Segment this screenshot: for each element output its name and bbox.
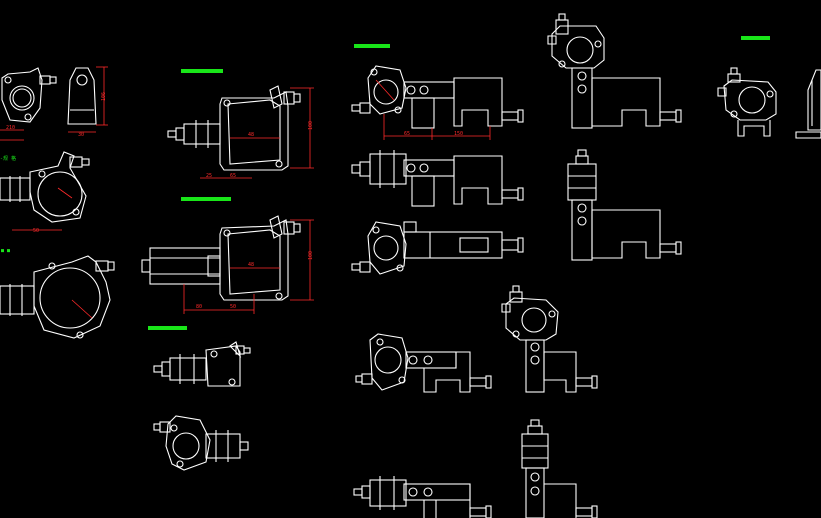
dimension-label: 48 <box>248 262 254 268</box>
dimension-label: 100 <box>308 121 314 130</box>
note-label: ■ ■ <box>1 248 10 254</box>
note-label: -规 格 <box>0 155 16 162</box>
double-clamp-side-view[interactable] <box>795 69 821 139</box>
dimension-label: 48 <box>248 132 254 138</box>
vertical-clamp-2[interactable] <box>567 149 682 261</box>
dimension-label: 65 <box>230 173 236 179</box>
long-clamp-with-hook-2[interactable] <box>351 150 524 207</box>
coupler-clamp-large[interactable] <box>0 255 115 339</box>
long-clamp-with-hook-3[interactable] <box>351 221 524 275</box>
dimension-label: 65 <box>404 131 410 137</box>
title-bar <box>148 326 187 330</box>
dimension-label: 100 <box>308 251 314 260</box>
title-bar <box>181 69 223 73</box>
dimension-label: 50 <box>230 304 236 310</box>
vertical-clamp-4[interactable] <box>521 419 598 518</box>
vertical-clamp-1[interactable] <box>547 13 682 129</box>
dimension-label: 50 <box>33 228 39 234</box>
dimension-label: 30 <box>78 132 84 138</box>
dimension-label: 25 <box>206 173 212 179</box>
dimension-label: 210 <box>6 125 15 131</box>
long-clamp-with-hook-5[interactable] <box>353 476 492 518</box>
dimension-label: 106 <box>101 92 107 101</box>
title-bar <box>181 197 231 201</box>
double-clamp-front-view[interactable] <box>717 67 777 137</box>
half-clamp-side-view[interactable] <box>67 66 108 133</box>
small-clamp-top-view[interactable] <box>153 341 251 387</box>
dimension-label: 150 <box>454 131 463 137</box>
half-clamp-front-view[interactable] <box>1 67 57 123</box>
c-frame-clamp-top[interactable] <box>167 85 314 179</box>
title-bar <box>354 44 390 48</box>
vertical-clamp-3[interactable] <box>501 285 598 393</box>
small-clamp-side-view[interactable] <box>153 415 249 471</box>
c-frame-clamp-bottom[interactable] <box>141 215 314 314</box>
long-clamp-with-hook-1[interactable] <box>351 65 524 140</box>
dimension-label: 80 <box>196 304 202 310</box>
title-bar <box>741 36 770 40</box>
long-clamp-with-hook-4[interactable] <box>355 333 492 393</box>
coupler-clamp-medium[interactable] <box>0 151 90 231</box>
